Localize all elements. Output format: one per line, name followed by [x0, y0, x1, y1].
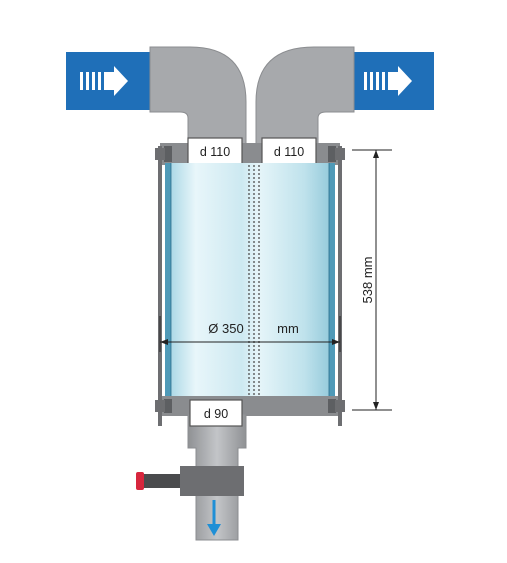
diameter-label: Ø 350 [208, 321, 243, 336]
bottom-flange [160, 396, 340, 416]
diameter-dimension [159, 316, 341, 352]
inlet-right-label: d 110 [274, 145, 304, 159]
down-arrow-icon [207, 500, 221, 536]
filter-cylinder [165, 163, 335, 398]
inlet-socket-left [187, 137, 243, 165]
filter-element [248, 165, 260, 396]
inlet-elbow-right [255, 46, 355, 146]
height-dimension [352, 149, 392, 411]
right-arrow-icon [364, 66, 412, 96]
tie-rods [155, 146, 345, 426]
height-label: 538 mm [360, 257, 375, 304]
outlet-socket [189, 399, 243, 427]
right-arrow-icon [80, 66, 128, 96]
inlet-left-label: d 110 [200, 145, 230, 159]
diameter-unit-label: mm [277, 321, 299, 336]
valve-icon [136, 466, 244, 496]
inlet-elbow-left [149, 46, 247, 146]
outlet-label: d 90 [204, 407, 228, 421]
inlet-panel-left [66, 52, 152, 110]
inlet-panel-right [352, 52, 434, 110]
